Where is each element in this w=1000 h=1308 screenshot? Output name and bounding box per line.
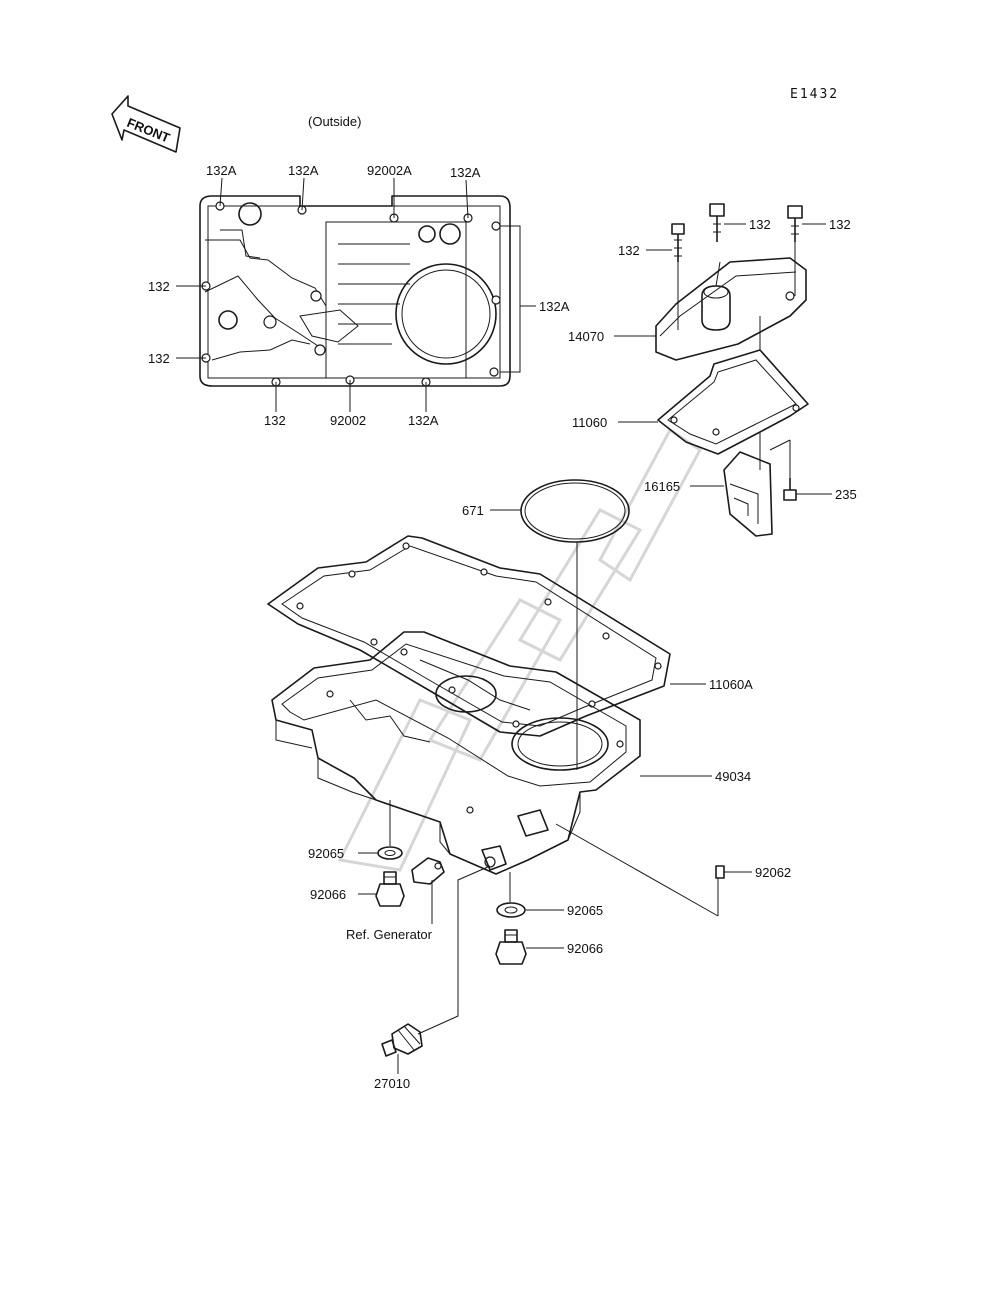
callout-235: 235 (835, 487, 857, 502)
oil-pan-gasket-11060a (267, 535, 671, 737)
callout-132-bolt-b: 132 (749, 217, 771, 232)
crankcase-large-bore (395, 263, 497, 365)
callout-92066-left: 92066 (310, 887, 346, 902)
callout-16165: 16165 (644, 479, 680, 494)
wire-clamp (411, 857, 445, 885)
callout-92002: 92002 (330, 413, 366, 428)
crankcase-outside-view (199, 195, 521, 387)
callout-27010: 27010 (374, 1076, 410, 1091)
o-ring-671 (520, 479, 630, 543)
callout-14070: 14070 (568, 329, 604, 344)
callout-92062: 92062 (755, 865, 791, 880)
diagram-code: E1432 (790, 87, 839, 102)
oil-pressure-switch-27010 (381, 1023, 423, 1057)
callout-671: 671 (462, 503, 484, 518)
front-arrow: FRONT (111, 95, 181, 153)
bolt-235 (769, 439, 797, 501)
baffle-plate-16165 (723, 451, 773, 537)
callout-49034: 49034 (715, 769, 751, 784)
oil-pan-sump-bore (511, 717, 609, 771)
callout-11060a: 11060A (709, 677, 753, 692)
callout-132a-bottom: 132A (408, 413, 439, 428)
callout-92065-left: 92065 (308, 846, 344, 861)
watermark (337, 427, 702, 872)
callout-132-bolt-c: 132 (829, 217, 851, 232)
callout-92065-right: 92065 (567, 903, 603, 918)
dowel-pin-92062 (715, 865, 725, 879)
callout-132a-right: 132A (539, 299, 570, 314)
crankcase-leaders (176, 177, 536, 412)
callout-132a-top-2: 132A (288, 163, 319, 178)
drain-plug-92066-left (375, 871, 405, 907)
callout-11060: 11060 (572, 415, 607, 430)
washer-92065-right (496, 902, 526, 918)
callout-132-bottom: 132 (264, 413, 286, 428)
callout-132a-top-1: 132A (206, 163, 237, 178)
ref-generator-label: Ref. Generator (346, 927, 433, 942)
bolt-132-c (787, 205, 803, 242)
crankcase-slots (338, 243, 410, 345)
bolt-132-b (709, 203, 725, 242)
washer-92065-left (377, 846, 403, 860)
callout-132-left-2: 132 (148, 351, 170, 366)
callout-132-left-1: 132 (148, 279, 170, 294)
callout-132-bolt-a: 132 (618, 243, 640, 258)
drain-plug-92066-right (495, 929, 527, 965)
bolt-132-a (671, 223, 685, 262)
breather-gasket-11060 (657, 349, 809, 455)
oil-pan-49034 (271, 631, 641, 875)
outside-label: (Outside) (308, 114, 361, 129)
breather-cover-14070 (655, 257, 807, 361)
callout-132a-top-3: 132A (450, 165, 481, 180)
callout-92066-right: 92066 (567, 941, 603, 956)
callout-92002a: 92002A (367, 163, 412, 178)
